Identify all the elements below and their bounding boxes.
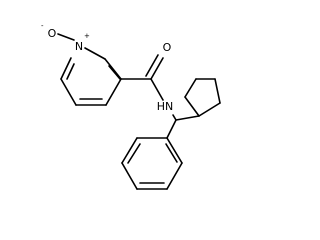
bond-ph-5 [121,137,138,164]
bond-ph-1 [166,137,183,164]
bond-n-oxide [57,33,75,41]
bond-cp-5 [198,102,221,117]
bond-carbonyl-o-1 [150,57,164,80]
bond-cp-1 [184,96,200,117]
atom-label-n-oxide-o: O [48,27,57,40]
bond-ph-2 [166,162,183,190]
bond-ch-phenyl [166,119,177,139]
bond-c3-c4 [105,78,122,106]
bond-ch-cyclopentyl [175,115,200,121]
bond-ph-4 [121,162,138,190]
bond-ph-1-inner [165,143,178,163]
bond-c2-c3-inner [108,65,121,80]
atom-label-pyridine-n: N [75,40,83,53]
bond-cp-4 [214,78,221,104]
bond-ph-5-inner [127,143,141,164]
bond-c2-c3 [104,58,122,80]
atom-charge-n-oxide-o: - [41,22,44,30]
bond-carbonyl-n [150,78,164,101]
bond-n-ch [172,114,177,121]
atom-charge-pyridine-n: + [84,32,90,40]
bond-carbonyl-o-2 [145,54,159,77]
pyridine-ring [60,47,122,106]
atom-label-carbonyl-o: O [163,41,172,54]
bond-c5-c6 [60,78,77,106]
molecule-structure: N + O - O HN [41,22,221,190]
bond-c6-n1 [60,57,72,80]
bond-cp-2 [184,78,197,98]
bond-c6-n1-inner [66,63,75,80]
bond-n1-c2 [84,47,106,60]
amide-group [120,54,164,101]
benzene-ring [121,137,183,190]
cyclopentane-ring [184,78,221,117]
atom-label-amide-nh: HN [157,100,174,113]
